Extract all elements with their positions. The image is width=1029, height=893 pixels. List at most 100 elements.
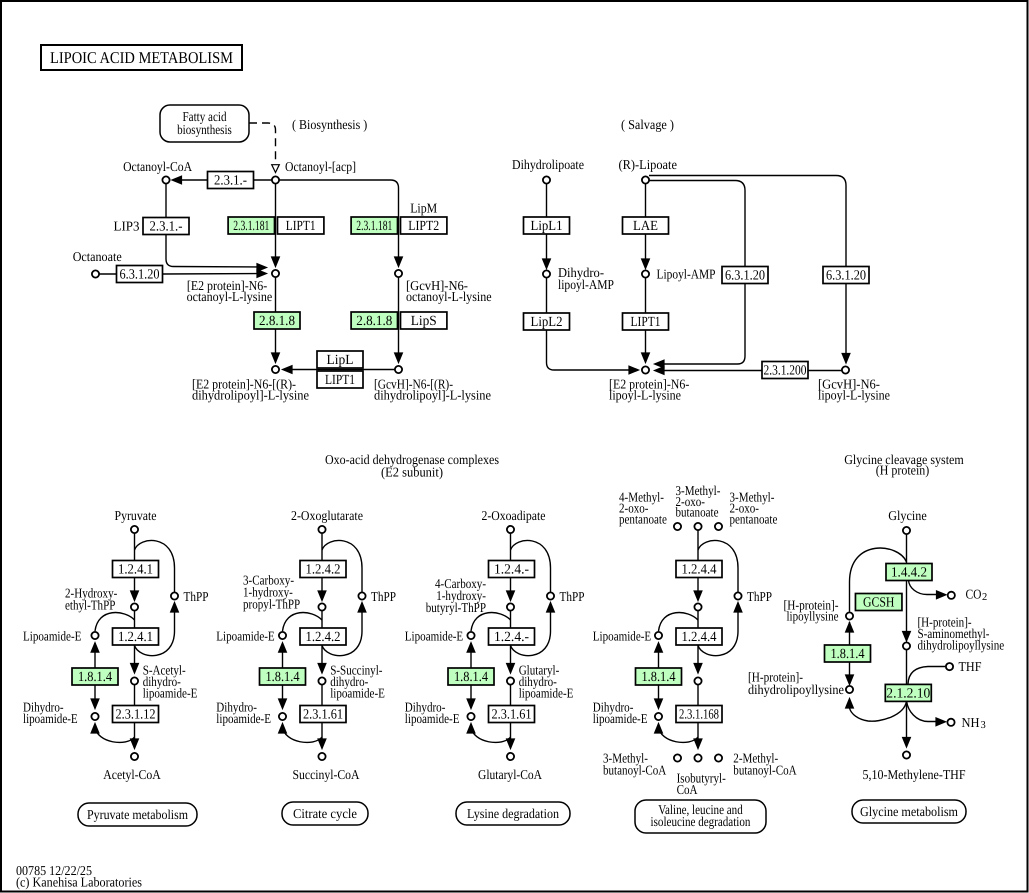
svg-text:Dihydro-: Dihydro- <box>216 700 257 715</box>
svg-text:LipL: LipL <box>327 353 354 368</box>
svg-text:S-aminomethyl-: S-aminomethyl- <box>918 626 990 641</box>
svg-text:(R)-Lipoate: (R)-Lipoate <box>619 157 678 172</box>
svg-text:[E2 protein]-N6-: [E2 protein]-N6- <box>609 377 690 392</box>
svg-text:dihydro-: dihydro- <box>519 674 558 689</box>
svg-text:Dihydro-: Dihydro- <box>593 700 634 715</box>
svg-text:4-Methyl-: 4-Methyl- <box>619 490 664 505</box>
svg-text:Fatty acid: Fatty acid <box>183 109 227 124</box>
svg-text:2.3.1.200: 2.3.1.200 <box>764 364 807 379</box>
svg-text:4-Carboxy-: 4-Carboxy- <box>435 576 486 591</box>
svg-text:pentanoate: pentanoate <box>730 512 778 527</box>
svg-text:biosynthesis: biosynthesis <box>177 122 232 137</box>
svg-text:[GcvH]-N6-: [GcvH]-N6- <box>406 278 468 293</box>
svg-text:[E2 protein]-N6-: [E2 protein]-N6- <box>187 278 268 293</box>
svg-text:Succinyl-CoA: Succinyl-CoA <box>293 767 360 782</box>
svg-text:Lysine degradation: Lysine degradation <box>467 806 559 821</box>
svg-text:GCSH: GCSH <box>863 596 894 611</box>
svg-text:butanoyl-CoA: butanoyl-CoA <box>733 763 796 778</box>
svg-text:ethyl-ThPP: ethyl-ThPP <box>65 598 115 613</box>
svg-text:lipoamide-E: lipoamide-E <box>143 686 198 701</box>
svg-text:1.2.4.1: 1.2.4.1 <box>118 630 153 645</box>
svg-text:2.3.1.61: 2.3.1.61 <box>303 708 343 723</box>
svg-text:2.3.1.12: 2.3.1.12 <box>116 708 156 723</box>
svg-text:lipoyl-L-lysine: lipoyl-L-lysine <box>818 388 890 403</box>
svg-text:dihydrolipoyl]-L-lysine: dihydrolipoyl]-L-lysine <box>192 388 309 403</box>
svg-text:Glycine: Glycine <box>888 508 927 523</box>
svg-text:Lipoamide-E: Lipoamide-E <box>593 629 651 644</box>
svg-text:Pyruvate metabolism: Pyruvate metabolism <box>87 807 188 822</box>
svg-text:1.8.1.4: 1.8.1.4 <box>454 670 488 685</box>
svg-text:1.2.4.2: 1.2.4.2 <box>306 630 341 645</box>
svg-text:dihydro-: dihydro- <box>330 674 369 689</box>
svg-text:1.2.4.2: 1.2.4.2 <box>306 563 341 578</box>
svg-text:Octanoyl-CoA: Octanoyl-CoA <box>123 159 192 174</box>
svg-text:2.3.1.181: 2.3.1.181 <box>356 219 392 234</box>
svg-text:dihydro-: dihydro- <box>143 674 182 689</box>
svg-text:Lipoamide-E: Lipoamide-E <box>216 629 274 644</box>
svg-text:3-Methyl-: 3-Methyl- <box>676 483 721 498</box>
svg-text:isoleucine degradation: isoleucine degradation <box>651 814 751 829</box>
svg-text:LipL2: LipL2 <box>531 315 563 330</box>
svg-text:S-Succinyl-: S-Succinyl- <box>330 663 383 678</box>
svg-text:6.3.1.20: 6.3.1.20 <box>120 268 160 283</box>
svg-text:1.2.4.-: 1.2.4.- <box>494 563 529 578</box>
svg-text:(c) Kanehisa Laboratories: (c) Kanehisa Laboratories <box>16 875 142 890</box>
svg-text:LIP3: LIP3 <box>114 219 140 234</box>
svg-text:(E2 subunit): (E2 subunit) <box>381 465 443 480</box>
svg-text:pentanoate: pentanoate <box>619 512 667 527</box>
svg-text:1.2.4.1: 1.2.4.1 <box>118 563 153 578</box>
svg-text:2.3.1.61: 2.3.1.61 <box>492 708 532 723</box>
svg-text:5,10-Methylene-THF: 5,10-Methylene-THF <box>863 767 966 782</box>
svg-text:dihydrolipoyl]-L-lysine: dihydrolipoyl]-L-lysine <box>374 388 491 403</box>
svg-text:Valine, leucine and: Valine, leucine and <box>658 802 743 817</box>
svg-text:dihydrolipoyllysine: dihydrolipoyllysine <box>748 682 844 697</box>
svg-text:butanoate: butanoate <box>676 505 719 520</box>
svg-text:LIPT1: LIPT1 <box>286 219 316 234</box>
svg-text:LIPOIC ACID METABOLISM: LIPOIC ACID METABOLISM <box>50 48 233 67</box>
svg-text:lipoyllysine: lipoyllysine <box>787 609 839 624</box>
svg-text:lipoamide-E: lipoamide-E <box>593 711 648 726</box>
svg-text:2.8.1.8: 2.8.1.8 <box>259 314 295 329</box>
svg-text:CoA: CoA <box>677 782 698 797</box>
svg-text:Glutaryl-: Glutaryl- <box>519 663 560 678</box>
svg-text:2.3.1.181: 2.3.1.181 <box>233 219 269 234</box>
svg-text:ThPP: ThPP <box>371 589 396 604</box>
svg-text:Glycine metabolism: Glycine metabolism <box>860 804 958 819</box>
svg-text:6.3.1.20: 6.3.1.20 <box>725 269 765 284</box>
svg-text:1.2.4.4: 1.2.4.4 <box>682 630 717 645</box>
svg-text:ThPP: ThPP <box>747 589 772 604</box>
svg-text:2-Oxoglutarate: 2-Oxoglutarate <box>291 508 363 523</box>
svg-text:2.8.1.8: 2.8.1.8 <box>356 314 392 329</box>
svg-text:Lipoamide-E: Lipoamide-E <box>405 629 463 644</box>
svg-text:LipM: LipM <box>410 201 437 216</box>
svg-text:lipoyl-L-lysine: lipoyl-L-lysine <box>609 388 681 403</box>
svg-text:2.1.2.10: 2.1.2.10 <box>886 687 930 702</box>
svg-text:1.4.4.2: 1.4.4.2 <box>891 566 927 581</box>
svg-text:Pyruvate: Pyruvate <box>115 508 157 523</box>
svg-text:lipoyl-AMP: lipoyl-AMP <box>558 277 614 292</box>
svg-text:[H-protein]-: [H-protein]- <box>784 598 839 613</box>
svg-text:[H-protein]-: [H-protein]- <box>918 615 973 630</box>
svg-text:lipoamide-E: lipoamide-E <box>23 711 78 726</box>
svg-text:1.2.4.4: 1.2.4.4 <box>682 563 717 578</box>
svg-text:[GcvH]-N6-[(R)-: [GcvH]-N6-[(R)- <box>374 377 453 392</box>
svg-text:ThPP: ThPP <box>184 589 209 604</box>
svg-text:Glycine cleavage system: Glycine cleavage system <box>844 452 964 467</box>
svg-text:Dihydro-: Dihydro- <box>405 700 446 715</box>
svg-text:LipS: LipS <box>411 314 437 329</box>
svg-text:( Salvage ): ( Salvage ) <box>621 117 674 132</box>
svg-text:Lipoamide-E: Lipoamide-E <box>23 629 81 644</box>
svg-text:LIPT1: LIPT1 <box>631 315 661 330</box>
svg-text:1-hydroxy-: 1-hydroxy- <box>243 585 293 600</box>
svg-text:2-oxo-: 2-oxo- <box>619 501 649 516</box>
svg-text:3-Methyl-: 3-Methyl- <box>603 751 648 766</box>
svg-text:[H-protein]-: [H-protein]- <box>748 670 803 685</box>
svg-text:THF: THF <box>959 659 982 674</box>
svg-text:octanoyl-L-lysine: octanoyl-L-lysine <box>406 289 492 304</box>
svg-text:1.8.1.4: 1.8.1.4 <box>266 670 300 685</box>
svg-text:1.8.1.4: 1.8.1.4 <box>642 670 676 685</box>
svg-text:2-oxo-: 2-oxo- <box>676 494 706 509</box>
svg-text:Oxo-acid dehydrogenase complex: Oxo-acid dehydrogenase complexes <box>325 452 499 467</box>
svg-text:lipoamide-E: lipoamide-E <box>519 686 574 701</box>
svg-text:octanoyl-L-lysine: octanoyl-L-lysine <box>187 289 273 304</box>
